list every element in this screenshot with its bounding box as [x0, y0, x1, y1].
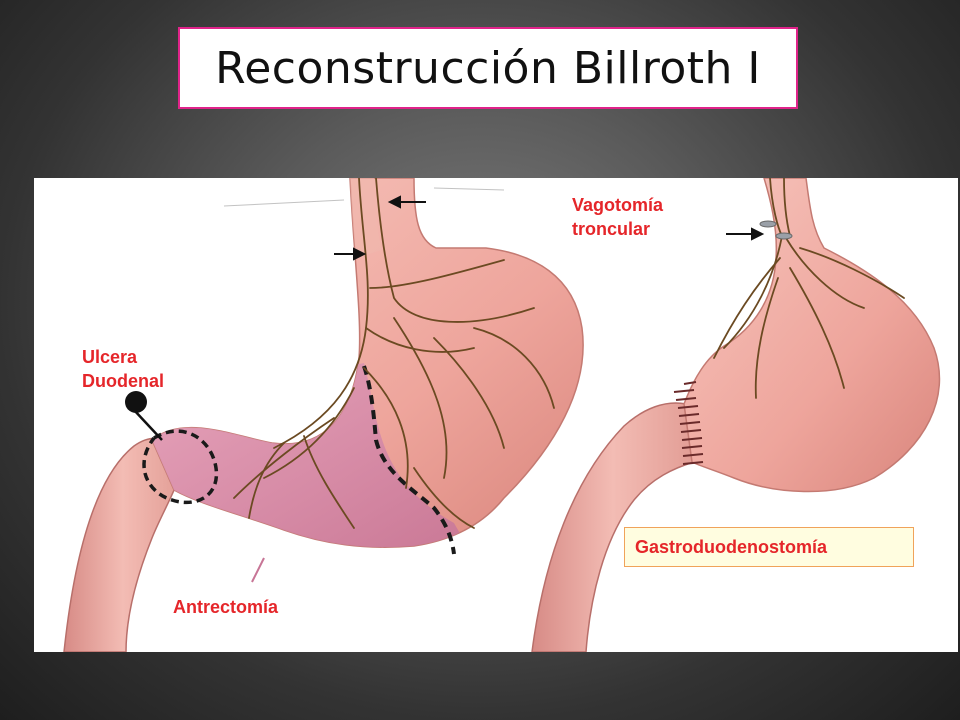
slide-title: Reconstrucción Billroth I [178, 27, 798, 109]
stomach-after-icon [531, 178, 941, 652]
gastroduodenostomia-label: Gastroduodenostomía [624, 527, 914, 567]
ulcera-label: Ulcera Duodenal [82, 345, 164, 393]
resection-line-icon [362, 365, 456, 555]
vagotomia-label-line2: troncular [572, 219, 651, 239]
vagus-nerve-before-icon [233, 178, 555, 529]
ulcer-outline-icon [142, 429, 219, 505]
vagotomia-label-line1: Vagotomía [572, 195, 664, 215]
anatomy-illustration [34, 178, 958, 652]
vagus-nerve-after-icon [713, 178, 905, 399]
vagotomia-label: Vagotomía troncular [572, 193, 663, 241]
ulcera-label-line1: Ulcera [82, 347, 138, 367]
antrectomia-label: Antrectomía [163, 586, 337, 628]
anastomosis-suture-icon [673, 381, 704, 465]
ulcera-label-line2: Duodenal [82, 371, 165, 391]
stomach-before-icon [63, 178, 584, 652]
